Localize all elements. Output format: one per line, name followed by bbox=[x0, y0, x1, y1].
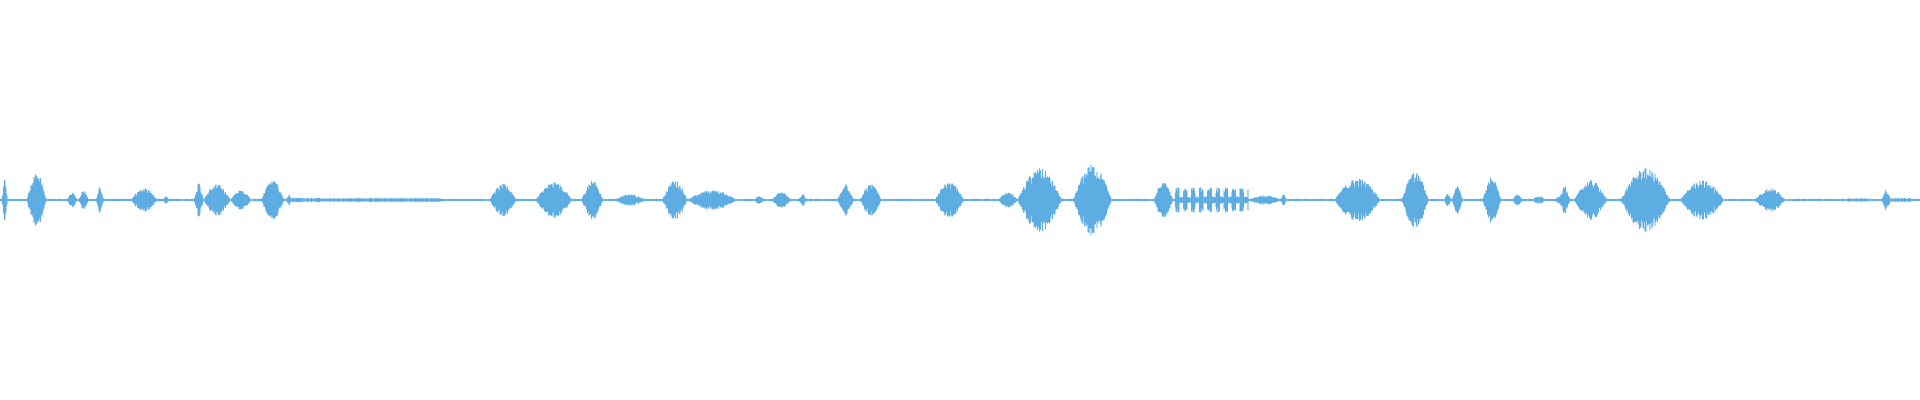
waveform-path bbox=[0, 164, 1920, 236]
